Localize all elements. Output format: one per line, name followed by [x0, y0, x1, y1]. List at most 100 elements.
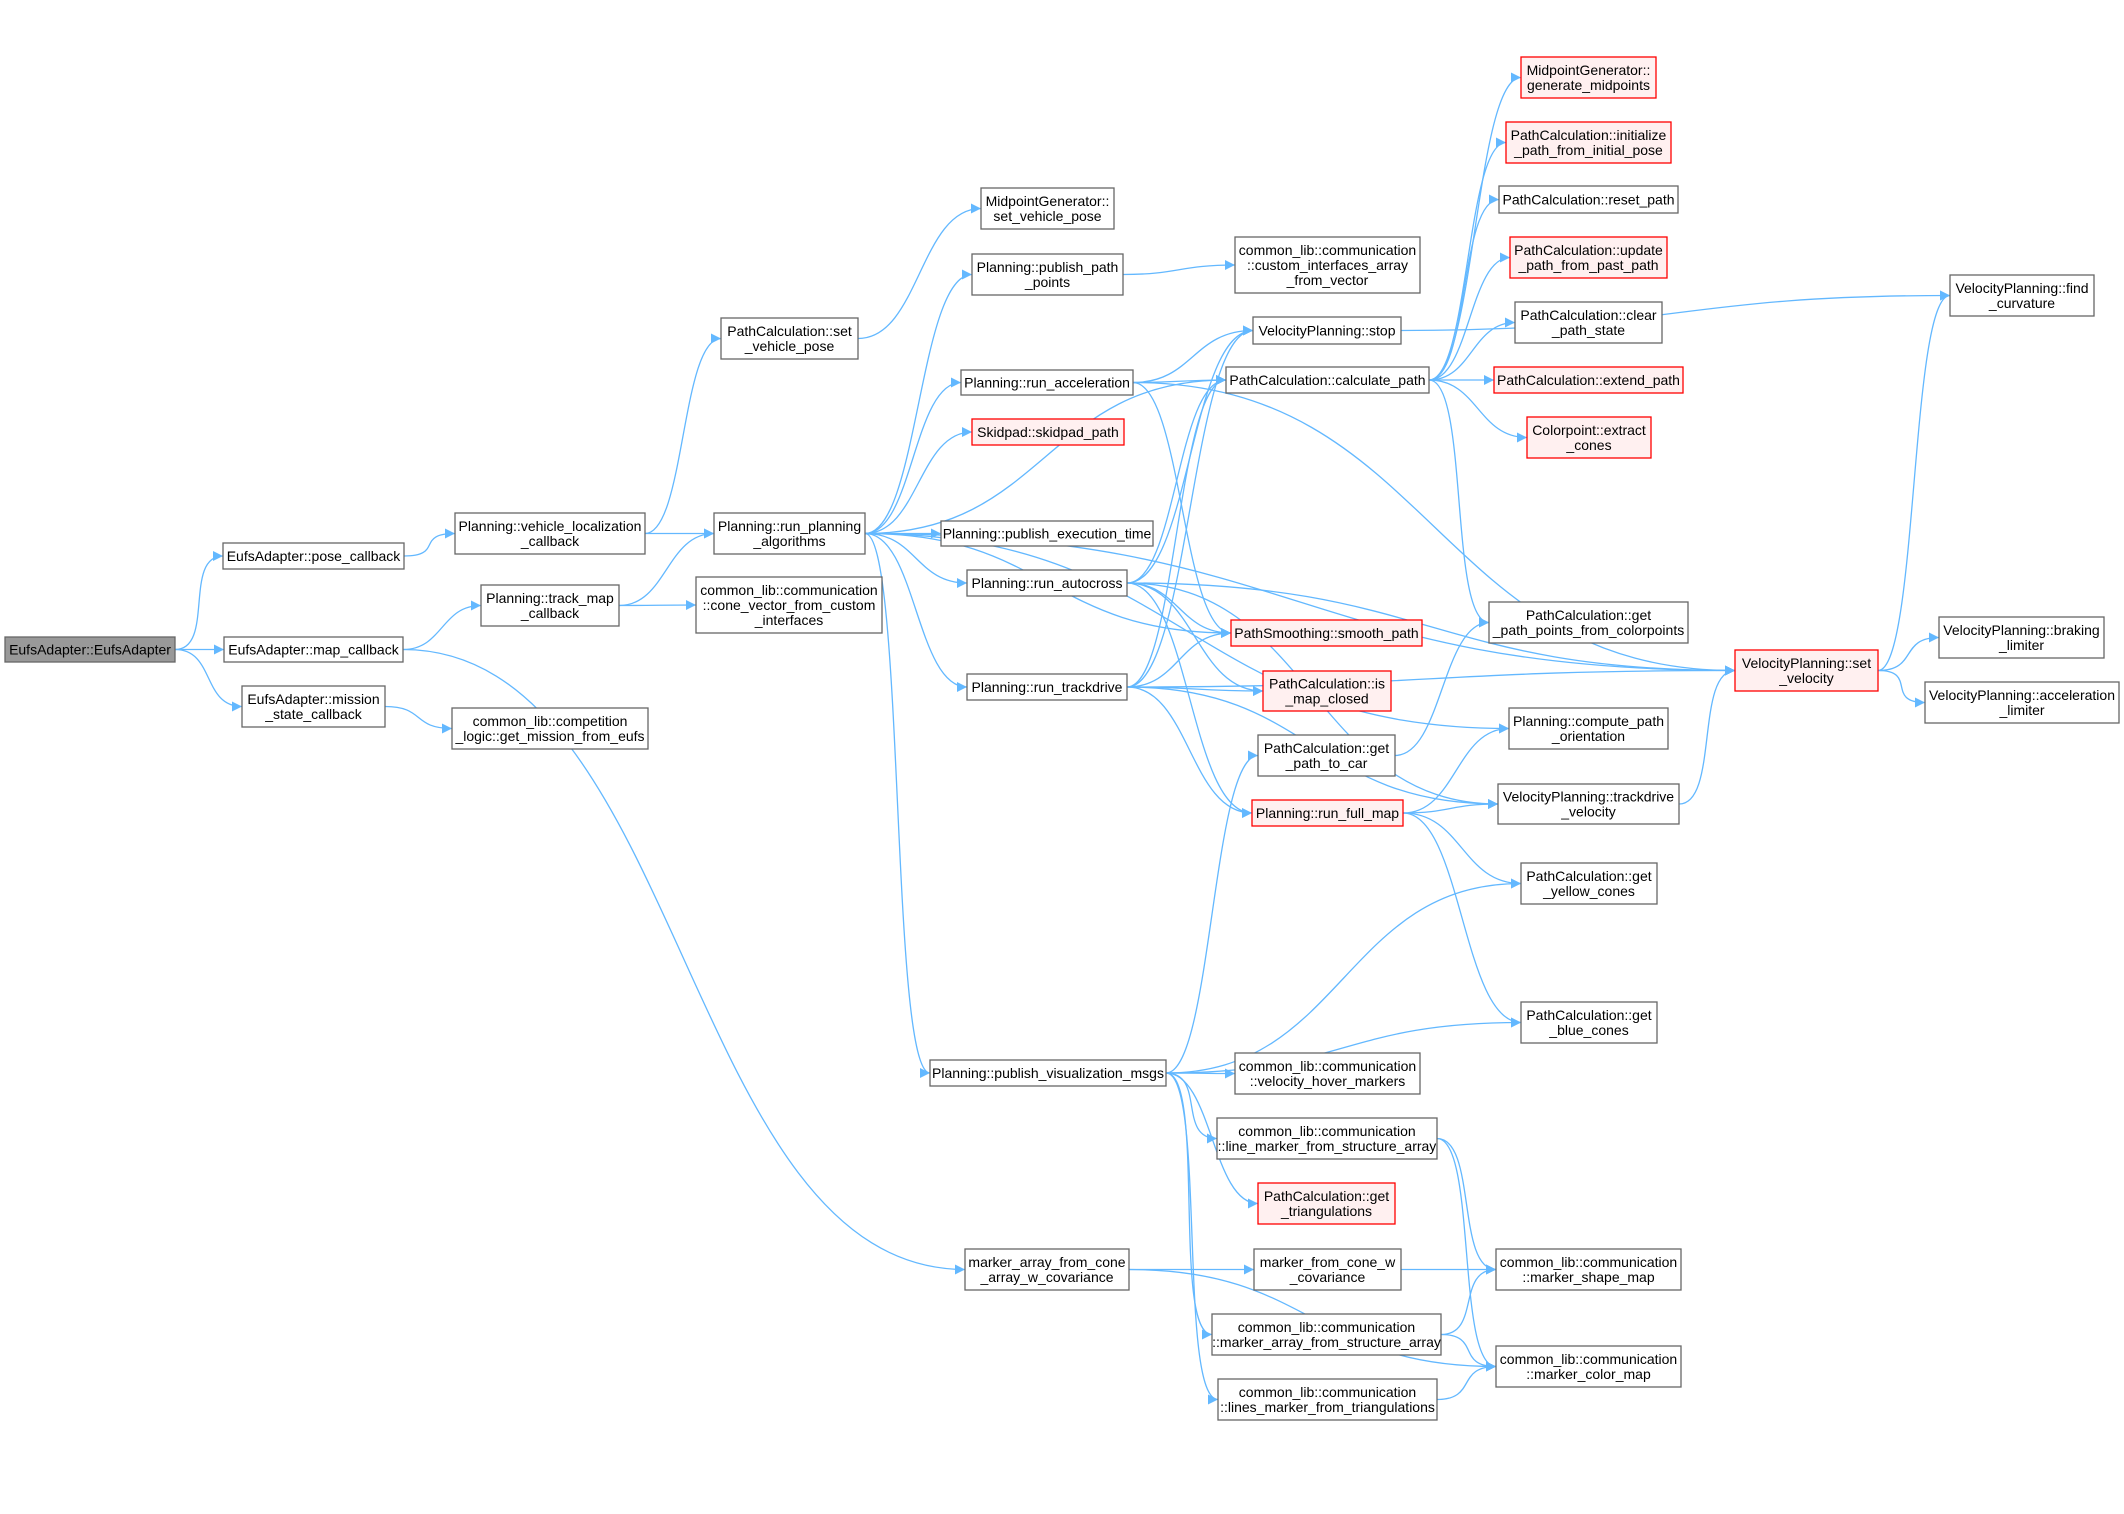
- node-box: [980, 187, 1115, 230]
- node-label: _covariance: [1289, 1269, 1366, 1285]
- graph-node-run-accel[interactable]: Planning::run_acceleration: [960, 369, 1134, 396]
- node-label: ::custom_interfaces_array: [1247, 257, 1408, 273]
- node-box: [1234, 236, 1421, 294]
- call-edge-pub_vis-to-vel_hover: [1165, 1068, 1236, 1079]
- graph-node-custom-arr[interactable]: common_lib::communication::custom_interf…: [1234, 236, 1421, 294]
- node-label: _velocity: [1778, 670, 1833, 686]
- graph-node-trackdrive-vel[interactable]: VelocityPlanning::trackdrive_velocity: [1497, 783, 1680, 825]
- call-edge-pose_cb-to-veh_loc_cb: [403, 528, 456, 557]
- graph-node-smooth-path[interactable]: PathSmoothing::smooth_path: [1230, 619, 1423, 647]
- graph-node-lines-marker[interactable]: common_lib::communication::lines_marker_…: [1217, 1378, 1438, 1421]
- node-label: Planning::run_autocross: [972, 575, 1123, 591]
- graph-node-marker-arr-struct[interactable]: common_lib::communication::marker_array_…: [1211, 1313, 1442, 1356]
- graph-node-set-velocity[interactable]: VelocityPlanning::set_velocity: [1734, 649, 1879, 692]
- graph-node-is-map-closed[interactable]: PathCalculation::is_map_closed: [1262, 670, 1392, 712]
- graph-node-vp-stop[interactable]: VelocityPlanning::stop: [1252, 316, 1402, 345]
- node-label: _path_state: [1551, 322, 1625, 338]
- graph-node-run-trackdrive[interactable]: Planning::run_trackdrive: [966, 673, 1128, 701]
- call-edge-run_planning-to-run_trackdrive: [864, 532, 968, 692]
- call-edge-run_planning-to-pub_vis: [864, 532, 931, 1078]
- node-box: [966, 673, 1128, 701]
- graph-node-run-autocross[interactable]: Planning::run_autocross: [966, 569, 1128, 597]
- graph-node-yellow-cones[interactable]: PathCalculation::get_yellow_cones: [1520, 862, 1658, 905]
- node-box: [940, 520, 1154, 547]
- node-box: [1488, 601, 1689, 644]
- graph-node-clear-state[interactable]: PathCalculation::clear_path_state: [1514, 301, 1663, 344]
- call-edge-run_accel-to-set_velocity: [1132, 381, 1736, 676]
- graph-node-run-full-map[interactable]: Planning::run_full_map: [1251, 799, 1404, 827]
- edges-layer: [174, 72, 1951, 1405]
- node-box: [1498, 185, 1679, 214]
- node-box: [454, 512, 646, 555]
- graph-node-vel-hover[interactable]: common_lib::communication::velocity_hove…: [1234, 1052, 1421, 1095]
- call-edge-pub_vis-to-marker_arr_struct: [1165, 1072, 1213, 1340]
- graph-node-triangulations[interactable]: PathCalculation::get_triangulations: [1257, 1182, 1396, 1225]
- node-box: [241, 685, 386, 728]
- node-label: _points: [1024, 274, 1070, 290]
- graph-node-init-path[interactable]: PathCalculation::initialize_path_from_in…: [1505, 121, 1672, 164]
- graph-node-line-marker[interactable]: common_lib::communication::line_marker_f…: [1216, 1117, 1438, 1160]
- graph-node-reset-path[interactable]: PathCalculation::reset_path: [1498, 185, 1679, 214]
- call-edge-set_velocity-to-accel_lim: [1877, 669, 1926, 708]
- graph-node-pub-exec-time[interactable]: Planning::publish_execution_time: [940, 520, 1154, 547]
- graph-node-color-map[interactable]: common_lib::communication::marker_color_…: [1495, 1345, 1682, 1388]
- call-edge-calc_path-to-extract_cones: [1428, 379, 1528, 443]
- graph-node-update-path[interactable]: PathCalculation::update_path_from_past_p…: [1509, 236, 1668, 279]
- graph-node-map-cb[interactable]: EufsAdapter::map_callback: [223, 636, 404, 663]
- node-box: [1252, 316, 1402, 345]
- graph-node-root[interactable]: EufsAdapter::EufsAdapter: [4, 636, 176, 663]
- graph-node-pc-set-pose[interactable]: PathCalculation::set_vehicle_pose: [720, 317, 859, 360]
- graph-node-pose-cb[interactable]: EufsAdapter::pose_callback: [222, 542, 405, 570]
- call-edge-run_full_map-to-blue_cones: [1402, 812, 1522, 1028]
- graph-node-skidpad[interactable]: Skidpad::skidpad_path: [971, 418, 1125, 446]
- graph-node-mg-set-pose[interactable]: MidpointGenerator::set_vehicle_pose: [980, 187, 1115, 230]
- node-box: [222, 542, 405, 570]
- call-edge-calc_path-to-init_path: [1428, 137, 1507, 381]
- graph-node-track-map-cb[interactable]: Planning::track_map_callback: [480, 584, 620, 627]
- graph-node-pub-vis[interactable]: Planning::publish_visualization_msgs: [929, 1059, 1167, 1087]
- graph-node-compute-orient[interactable]: Planning::compute_path_orientation: [1508, 707, 1669, 750]
- node-label: PathCalculation::is: [1269, 676, 1385, 692]
- graph-node-blue-cones[interactable]: PathCalculation::get_blue_cones: [1520, 1001, 1658, 1044]
- graph-node-veh-loc-cb[interactable]: Planning::vehicle_localization_callback: [454, 512, 646, 555]
- node-label: common_lib::communication: [1238, 1123, 1415, 1139]
- graph-node-braking[interactable]: VelocityPlanning::braking_limiter: [1938, 616, 2105, 659]
- graph-node-get-mission[interactable]: common_lib::competition_logic::get_missi…: [451, 707, 649, 750]
- graph-node-calc-path[interactable]: PathCalculation::calculate_path: [1225, 366, 1430, 394]
- node-box: [1225, 366, 1430, 394]
- call-edge-calc_path-to-path_points_cp: [1428, 379, 1490, 628]
- graph-node-cone-vector[interactable]: common_lib::communication::cone_vector_f…: [695, 576, 883, 634]
- node-label: Planning::run_full_map: [1256, 805, 1399, 821]
- graph-node-gen-midpoints[interactable]: MidpointGenerator::generate_midpoints: [1520, 56, 1657, 99]
- graph-node-run-planning[interactable]: Planning::run_planning_algorithms: [713, 512, 866, 555]
- node-box: [480, 584, 620, 627]
- graph-node-marker-from-cone[interactable]: marker_from_cone_w_covariance: [1253, 1248, 1402, 1291]
- node-label: _callback: [520, 533, 580, 549]
- node-label: EufsAdapter::mission: [247, 691, 379, 707]
- node-box: [971, 418, 1125, 446]
- node-label: _orientation: [1551, 728, 1625, 744]
- node-label: Planning::run_acceleration: [964, 375, 1130, 391]
- graph-node-extend-path[interactable]: PathCalculation::extend_path: [1493, 366, 1684, 394]
- graph-node-marker-arr-cone[interactable]: marker_array_from_cone_array_w_covarianc…: [964, 1248, 1130, 1291]
- call-edge-track_map_cb-to-cone_vector: [618, 600, 697, 611]
- node-label: EufsAdapter::pose_callback: [227, 548, 402, 564]
- node-box: [964, 1248, 1130, 1291]
- graph-node-pub-path-points[interactable]: Planning::publish_path_points: [971, 253, 1124, 296]
- node-box: [1495, 1345, 1682, 1388]
- call-edge-marker_arr_struct-to-shape_map: [1440, 1264, 1497, 1336]
- node-label: PathCalculation::get: [1526, 868, 1651, 884]
- graph-node-shape-map[interactable]: common_lib::communication::marker_shape_…: [1495, 1248, 1682, 1291]
- graph-node-path-to-car[interactable]: PathCalculation::get_path_to_car: [1257, 734, 1396, 777]
- call-edge-map_cb-to-marker_arr_cone: [402, 648, 966, 1275]
- node-box: [451, 707, 649, 750]
- graph-node-find-curv[interactable]: VelocityPlanning::find_curvature: [1949, 274, 2095, 317]
- graph-node-path-points-cp[interactable]: PathCalculation::get_path_points_from_co…: [1488, 601, 1689, 644]
- node-label: Planning::track_map: [486, 590, 614, 606]
- call-edge-line_marker-to-color_map: [1436, 1137, 1497, 1372]
- call-edge-veh_loc_cb-to-pc_set_pose: [644, 333, 722, 535]
- graph-node-mission-cb[interactable]: EufsAdapter::mission_state_callback: [241, 685, 386, 728]
- graph-node-extract-cones[interactable]: Colorpoint::extract_cones: [1526, 416, 1652, 459]
- graph-node-accel-lim[interactable]: VelocityPlanning::acceleration_limiter: [1924, 681, 2120, 724]
- node-box: [1520, 56, 1657, 99]
